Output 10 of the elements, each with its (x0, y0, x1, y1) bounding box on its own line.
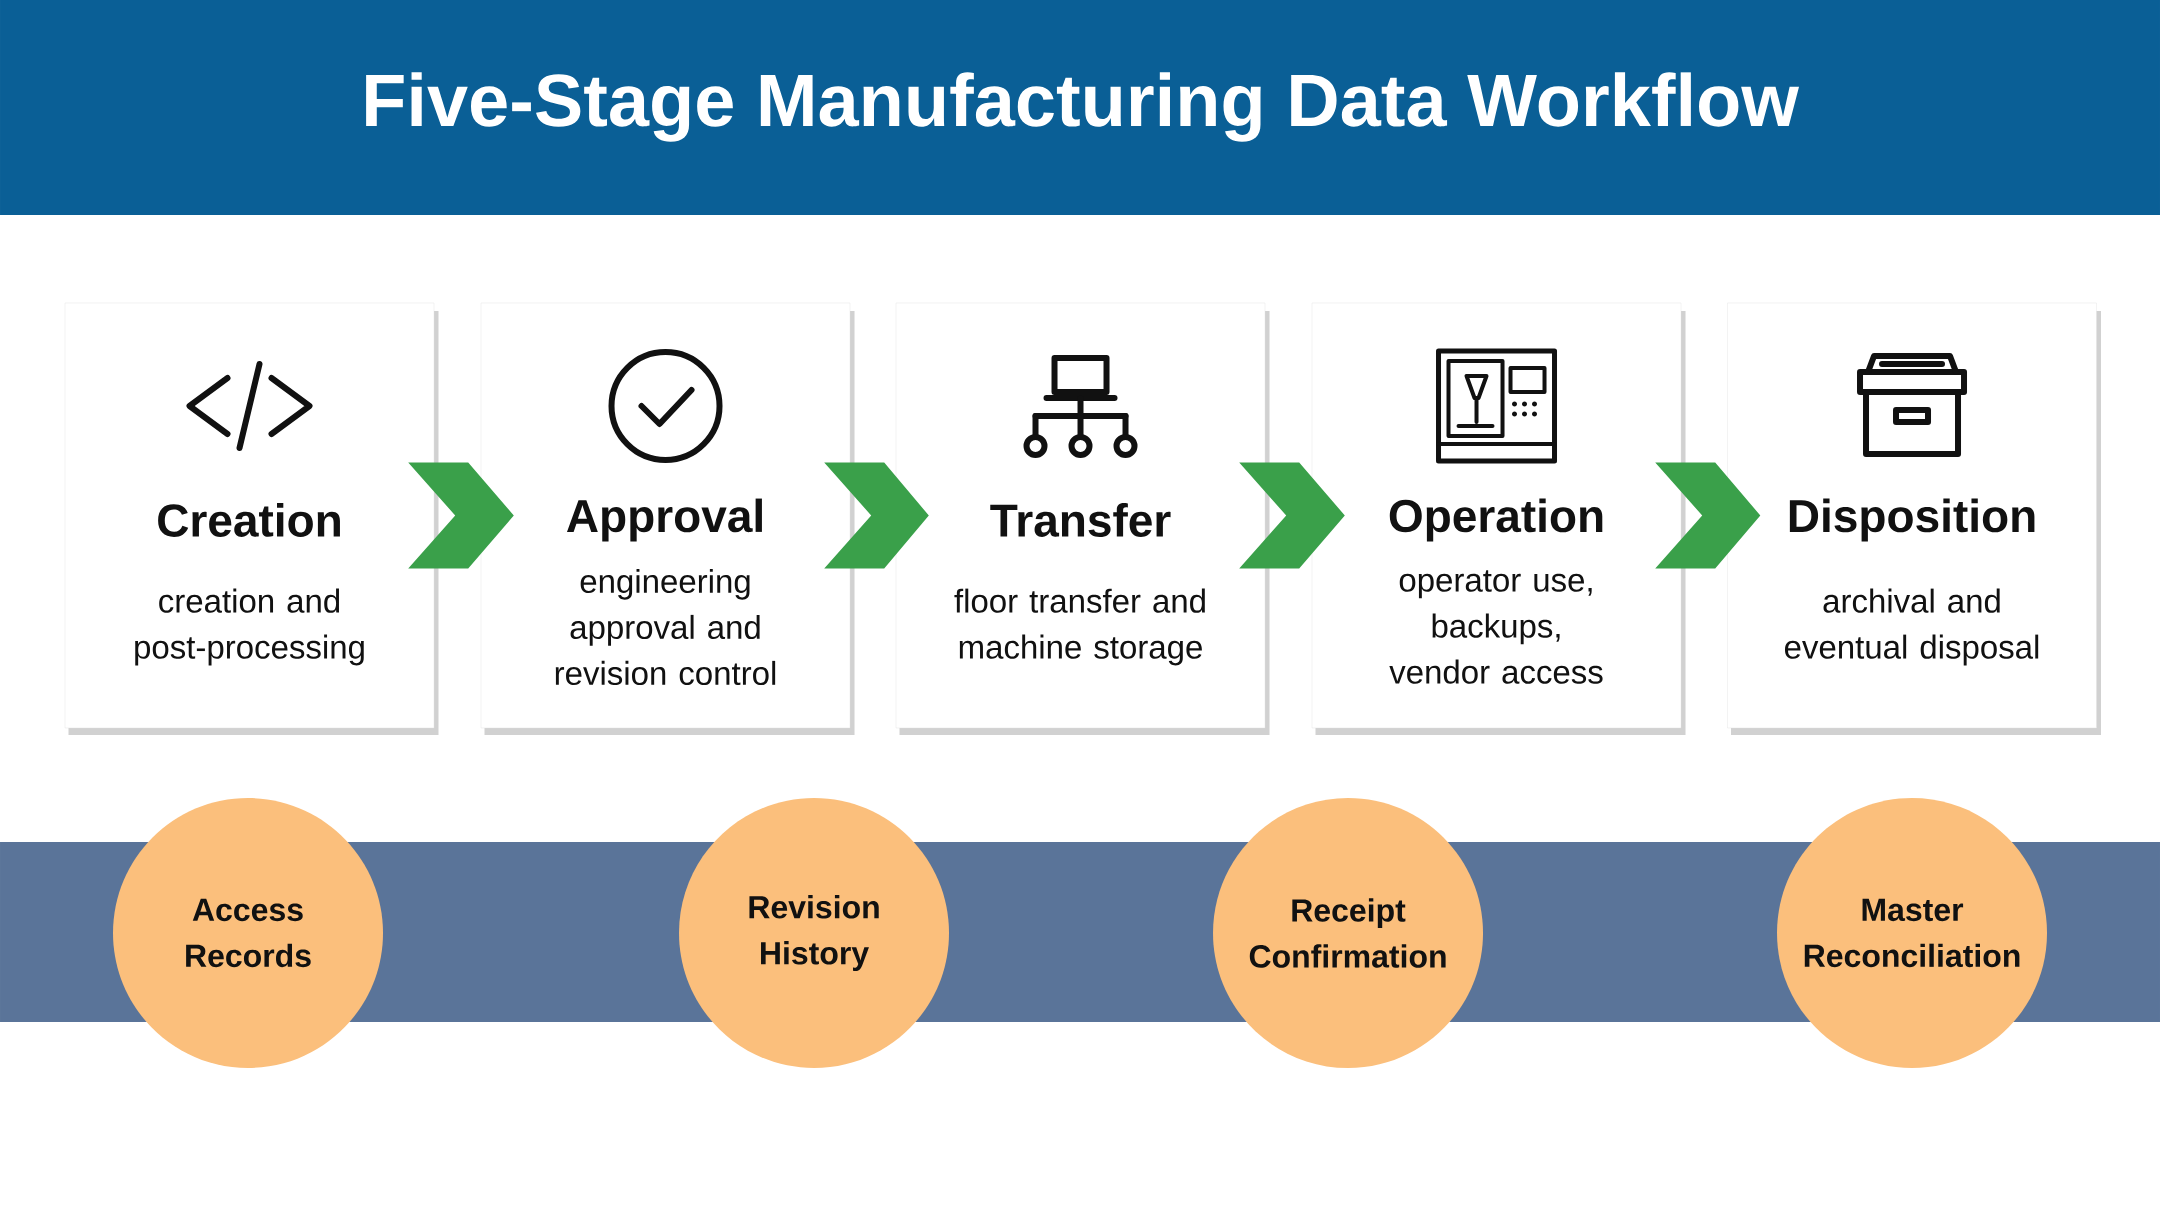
chevron-arrow (408, 462, 514, 569)
chevron-arrow (1239, 462, 1345, 569)
chevron-arrow (1655, 462, 1761, 569)
stage-card: Operation operator use, backups, vendor access (1311, 302, 1682, 729)
stage-card: Transfer floor transfer and machine storage (895, 302, 1266, 729)
stage-card: Creation creation and post-processing (64, 302, 435, 729)
stage-card: Disposition archival and eventual disposal (1727, 302, 2097, 729)
title-banner: Five-Stage Manufacturing Data Workflow (0, 0, 2160, 215)
stage-card: Approval engineering approval and revision control (480, 302, 851, 729)
chevron-arrow (824, 462, 929, 569)
